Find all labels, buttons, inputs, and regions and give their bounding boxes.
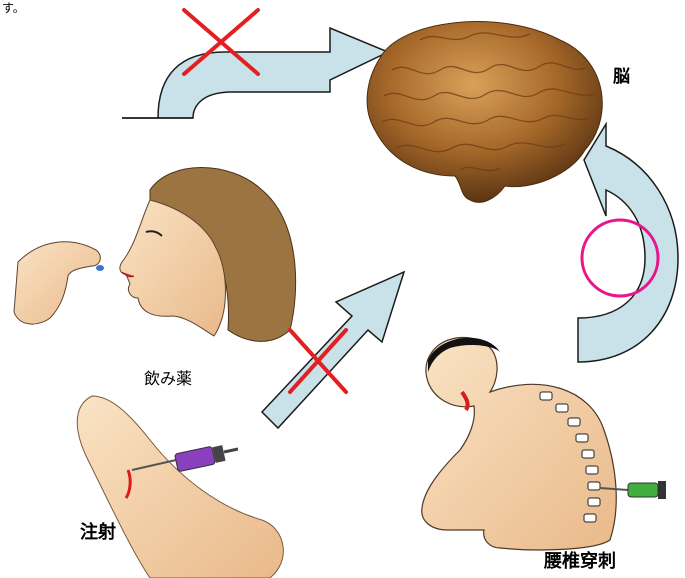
- injection-label: 注射: [80, 521, 116, 543]
- oral-medicine-illustration: [14, 168, 296, 342]
- lumbar-puncture-illustration: [422, 337, 666, 549]
- csf-route-arrow: [578, 124, 678, 362]
- lumbar-puncture-label: 腰椎穿刺: [543, 550, 616, 572]
- top-text-fragment: す。: [2, 1, 25, 15]
- oral-medicine-label: 飲み薬: [144, 369, 192, 388]
- brain-illustration: [367, 22, 602, 203]
- brain-label: 脳: [613, 67, 630, 87]
- injection-illustration: [77, 396, 283, 578]
